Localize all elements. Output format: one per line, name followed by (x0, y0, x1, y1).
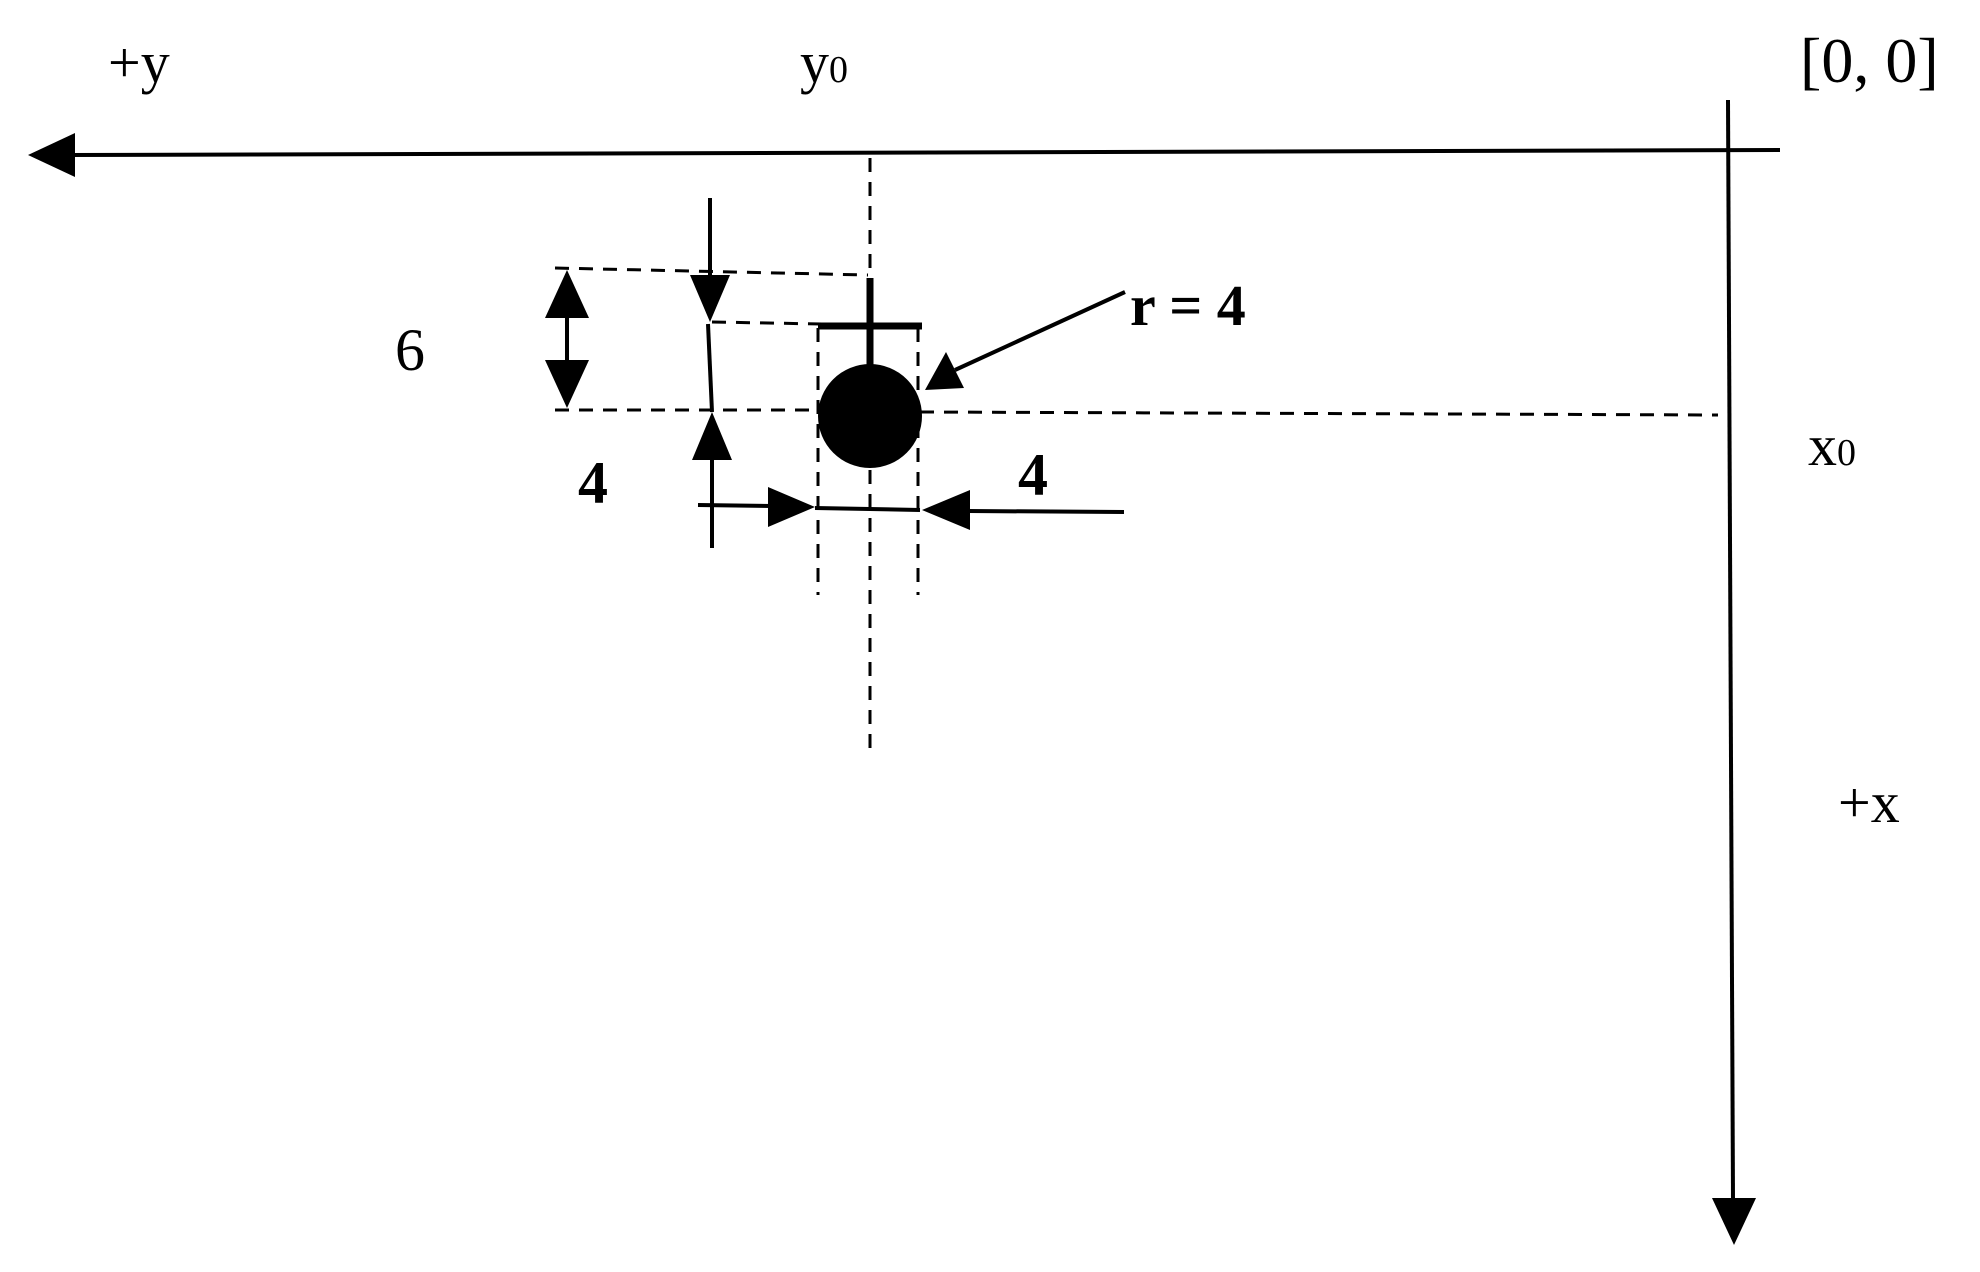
radius-leader-arrowhead (925, 352, 964, 390)
square-top-dash (711, 320, 823, 326)
y-axis-arrowhead (28, 133, 75, 177)
y0-label: y0 (800, 30, 848, 95)
radius-leader (925, 290, 1126, 390)
y-axis (28, 133, 1781, 177)
x0-label: x0 (1808, 413, 1856, 478)
radius-label: r = 4 (1130, 273, 1246, 338)
dimension-four-right-label: 4 (1018, 442, 1048, 508)
origin-label: [0, 0] (1800, 25, 1939, 96)
dimension-six-label: 6 (395, 317, 425, 383)
plus-x-label: +x (1838, 770, 1900, 835)
x0-guide-line (919, 410, 1719, 417)
filled-circle (818, 364, 922, 468)
dimension-four-vertical (690, 198, 732, 548)
dimension-six-arrow (545, 270, 589, 408)
x-axis-arrowhead (1712, 1198, 1756, 1245)
x-axis (1712, 99, 1756, 1245)
dimension-four-horizontal (697, 487, 1125, 530)
plus-y-label: +y (108, 30, 170, 95)
marker-tee (818, 278, 922, 368)
dimension-four-left-label: 4 (578, 450, 608, 516)
